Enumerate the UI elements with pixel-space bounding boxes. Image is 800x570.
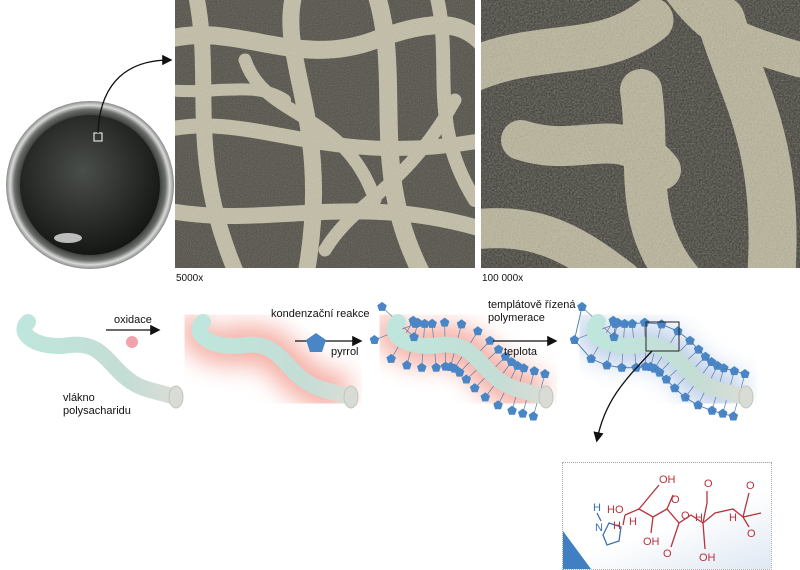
pyrrole-unit [569,335,580,344]
label-fiber-1: vlákno [63,392,95,404]
pyrrole-unit [654,367,665,377]
polysaccharide-fiber [386,314,550,404]
chem-label: H [629,516,637,528]
pyrrole-unit [617,362,627,372]
label-temperature: teplota [504,346,538,358]
pyrrole-unit [613,317,623,327]
chem-label: O [663,548,672,560]
pyrrole-unit [540,369,550,378]
pyrrole-unit [413,317,423,327]
pyrrole-unit [431,362,441,372]
pyrrole-unit [493,400,503,410]
chem-label: O [747,528,756,540]
pyrrole-unit [602,360,612,370]
chem-label: HO [607,504,624,516]
pyrrole-unit [619,318,630,328]
polysaccharide-fiber [191,314,355,404]
pyrrole-unit [719,363,729,373]
polysaccharide-fiber [16,314,180,404]
pyrrole-unit [528,411,539,421]
pyrrole-unit [493,344,504,354]
fiber-end [343,385,359,409]
pyrrole-unit [656,319,667,329]
pyrrole-unit [456,319,467,329]
chem-label: O [746,480,755,492]
chem-label: O [681,510,690,522]
label-polymerization-2: polymerace [488,312,545,324]
pyrrole-unit [718,408,728,418]
chem-label: H [613,520,621,532]
pyrrole-unit [409,332,419,342]
label-condensation: kondenzační reakce [271,308,370,320]
fiber-end [538,385,554,409]
polysaccharide-fiber [586,314,750,404]
oxidant-dot [126,336,138,348]
magnification-label-5000x: 5000x [176,273,204,284]
pyrrole-unit [577,301,587,311]
pyrrole-unit [419,318,430,328]
label-fiber-2: polysacharidu [63,405,131,417]
pyrrole-unit [627,318,637,328]
pyrrole-unit [427,318,437,328]
zoom-arrow-structure [593,350,653,443]
chem-label-h-nitrogen: H [593,502,601,514]
pyrrole-unit [685,335,695,345]
pyrrole-unit [519,363,529,373]
pyrrole-icon [306,333,326,352]
chem-label: H [729,512,737,524]
chem-label: OH [659,474,676,486]
sem-image-100000x [481,0,800,268]
pyrrole-unit [461,374,472,384]
pyrrole-unit [693,400,703,410]
pyrrole-unit [469,383,480,393]
pyrrole-unit [439,317,450,327]
label-polymerization-1: templátově řízená [488,299,576,311]
chem-label: OH [699,552,716,564]
pyrrole-unit [473,326,483,336]
chem-label-n: N [595,522,603,534]
pyrrole-unit [518,408,528,418]
pyrrole-unit [529,366,540,376]
label-pyrrole: pyrrol [331,346,359,358]
pyrrole-unit [402,360,412,370]
pyrrole-unit [707,405,717,415]
pyrrole-unit [740,369,750,378]
fiber-end [738,385,754,409]
magnification-label-100000x: 100 000x [482,273,524,284]
chem-label: OH [643,536,660,548]
pyrrole-unit [386,353,396,363]
pyrrole-unit [369,335,380,344]
pyrrole-unit [417,362,427,372]
pyrrole-unit [693,344,704,354]
pyrrole-unit [500,351,511,361]
pyrrole-unit [728,411,739,421]
pyrrole-unit [480,392,490,402]
pyrrole-unit [485,335,495,345]
label-oxidation: oxidace [114,314,152,326]
zoom-box [645,321,680,352]
chem-label: H [695,512,703,524]
pyrrole-unit [377,301,387,311]
pyrrole-unit [729,366,740,376]
pyrrole-unit [507,405,517,415]
pyrrole-unit [586,353,596,363]
pyrrole-unit [639,317,650,327]
fiber-end [168,385,184,409]
chem-label: O [704,478,713,490]
chem-label: O [671,494,680,506]
sem-image-5000x [175,0,475,268]
pyrrole-unit [661,374,672,384]
pyrrole-unit [454,367,465,377]
